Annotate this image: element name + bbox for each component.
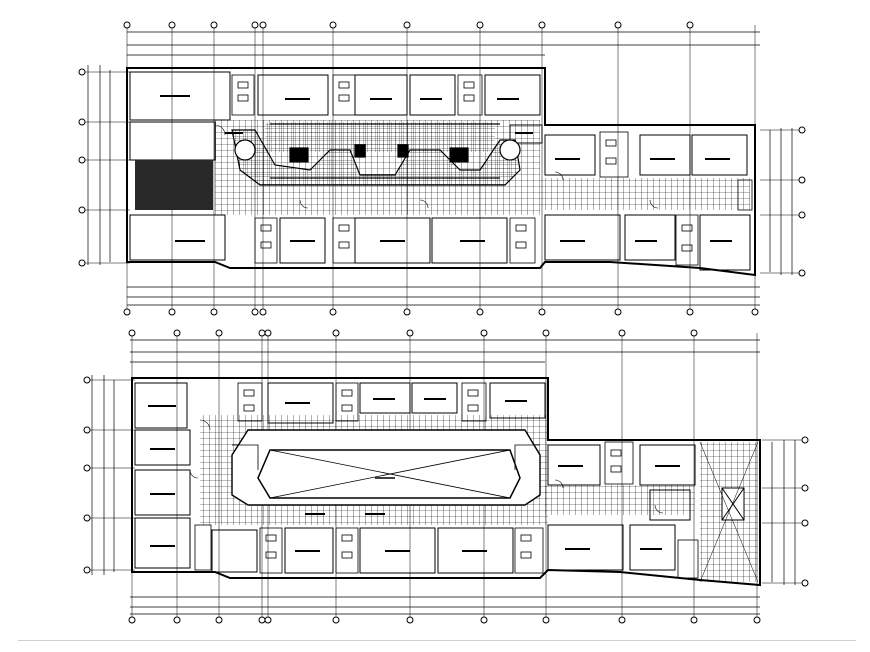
upper-stair-block [135,160,213,210]
lower-grid-bubbles [83,329,809,624]
upper-toilet-cores [231,74,753,266]
upper-door-swings [214,124,659,209]
lower-lift-core [699,441,759,583]
upper-top-dimension-lines [127,31,760,56]
lower-top-dimension-lines [130,339,760,363]
lower-left-dimension-lines [91,375,115,575]
upper-atrium-features [231,123,521,186]
lower-toilet-cores [194,382,699,579]
upper-building-outline [126,67,756,277]
upper-grid-bubbles [78,21,806,316]
upper-room-labels [160,95,732,242]
lower-door-swings [189,419,664,514]
lower-floor-plan [83,329,809,624]
upper-bottom-dimension-lines [127,286,760,306]
lower-atrium-void [231,429,541,506]
lower-building-outline [131,377,761,587]
lower-bottom-dimension-lines [130,596,760,615]
page-bottom-rule [18,640,856,641]
upper-right-dimension-lines [769,128,793,275]
upper-floor-plan [78,21,806,316]
upper-left-dimension-lines [87,65,111,265]
lower-right-dimension-lines [771,440,796,585]
upper-rooms [129,71,751,271]
lower-rooms [134,382,696,574]
lower-room-labels [148,398,680,552]
